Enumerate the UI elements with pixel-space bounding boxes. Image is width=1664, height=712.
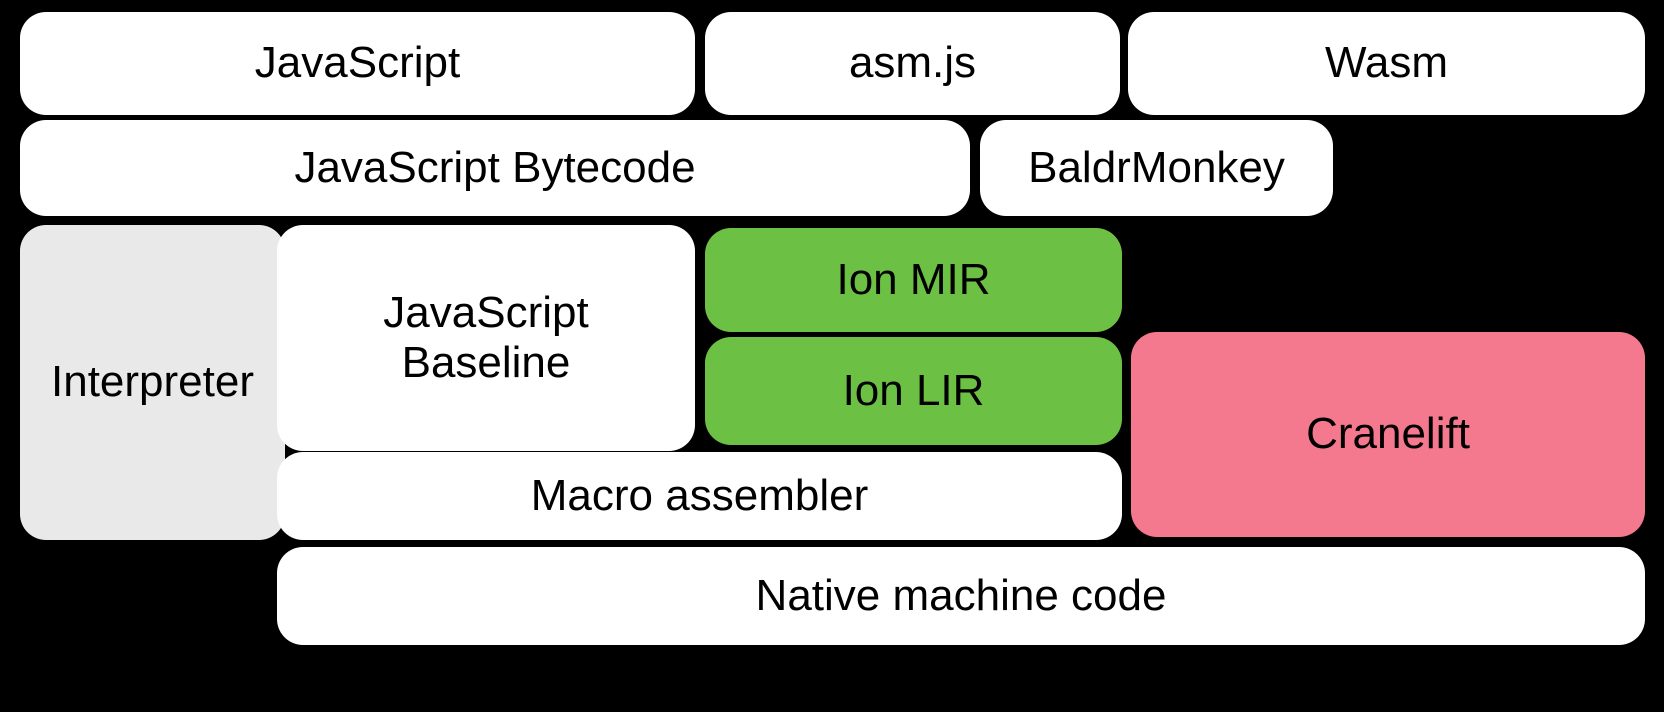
node-javascript-baseline: JavaScript Baseline: [277, 225, 695, 451]
node-javascript-bytecode: JavaScript Bytecode: [20, 120, 970, 216]
node-ion-lir: Ion LIR: [705, 337, 1122, 445]
node-macro-assembler: Macro assembler: [277, 452, 1122, 540]
node-native-machine-code: Native machine code: [277, 547, 1645, 645]
node-ion-mir: Ion MIR: [705, 228, 1122, 332]
node-baldrmonkey: BaldrMonkey: [980, 120, 1333, 216]
node-wasm: Wasm: [1128, 12, 1645, 115]
node-interpreter: Interpreter: [20, 225, 285, 540]
node-asm-js: asm.js: [705, 12, 1120, 115]
node-cranelift: Cranelift: [1131, 332, 1645, 537]
node-javascript: JavaScript: [20, 12, 695, 115]
